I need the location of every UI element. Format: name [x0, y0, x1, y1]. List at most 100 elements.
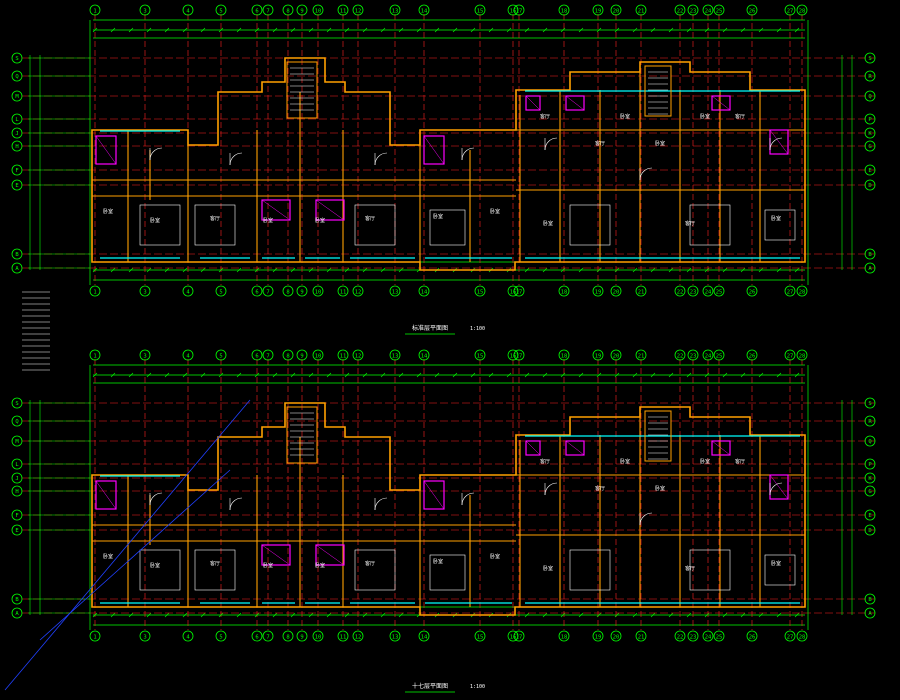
- circle-bubble-icon: [262, 4, 274, 16]
- column-axis-label: 14: [421, 9, 428, 15]
- circle-bubble-icon: [262, 285, 274, 297]
- bathroom-fixture: [423, 480, 445, 510]
- column-axis-label: 16: [510, 290, 517, 296]
- room-label: 卧室: [433, 558, 443, 565]
- dimension-tick: [434, 372, 440, 378]
- row-axis-label: E: [868, 513, 871, 519]
- fixture-hatch: [769, 474, 789, 500]
- column-axis-label: 9: [300, 290, 303, 296]
- circle-bubble-icon: [507, 630, 519, 642]
- fixture-hatch: [565, 95, 585, 111]
- circle-bubble-icon: [251, 4, 263, 16]
- dimension-tick: [380, 372, 386, 378]
- circle-bubble-icon: [262, 630, 274, 642]
- circle-bubble-icon: [592, 630, 604, 642]
- room-label: 客厅: [735, 458, 745, 465]
- dimension-tick: [182, 267, 188, 273]
- column-axis-label: 18: [561, 9, 568, 15]
- column-axis-label: 17: [516, 354, 523, 360]
- row-axis-label: D: [868, 528, 871, 534]
- column-axis-label: 27: [787, 9, 794, 15]
- column-axis-label: 5: [219, 635, 222, 641]
- bathroom-fixture: [95, 480, 117, 510]
- circle-bubble-icon: [864, 113, 876, 125]
- circle-bubble-icon: [11, 113, 23, 125]
- dimension-tick: [704, 267, 710, 273]
- row-axis-label: E: [868, 168, 871, 174]
- circle-bubble-icon: [352, 630, 364, 642]
- room-label: 卧室: [103, 553, 113, 560]
- circle-bubble-icon: [864, 70, 876, 82]
- column-axis-label: 13: [392, 635, 399, 641]
- dimension-tick: [182, 372, 188, 378]
- circle-bubble-icon: [11, 248, 23, 260]
- row-axis-label: S: [868, 56, 871, 62]
- dimension-tick: [344, 612, 350, 618]
- column-axis-label: 21: [638, 9, 645, 15]
- row-axis-label: H: [15, 489, 18, 495]
- circle-bubble-icon: [215, 630, 227, 642]
- circle-bubble-icon: [11, 415, 23, 427]
- room-label: 卧室: [771, 215, 781, 222]
- circle-bubble-icon: [11, 52, 23, 64]
- row-axis-label: P: [868, 117, 872, 123]
- circle-bubble-icon: [507, 285, 519, 297]
- dimension-tick: [290, 372, 296, 378]
- dimension-tick: [182, 612, 188, 618]
- dimension-tick: [326, 612, 332, 618]
- dimension-tick: [398, 372, 404, 378]
- dimension-tick: [308, 372, 314, 378]
- circle-bubble-icon: [674, 4, 686, 16]
- dimension-tick: [92, 372, 98, 378]
- dimension-tick: [740, 267, 746, 273]
- column-axis-label: 25: [716, 354, 723, 360]
- column-axis-label: 19: [595, 635, 602, 641]
- column-axis-label: 4: [186, 9, 190, 15]
- dimension-tick: [704, 27, 710, 33]
- column-axis-label: 27: [787, 354, 794, 360]
- furniture: [354, 549, 396, 591]
- column-axis-label: 26: [749, 354, 756, 360]
- circle-bubble-icon: [746, 4, 758, 16]
- furniture: [194, 204, 236, 246]
- dimension-tick: [542, 267, 548, 273]
- circle-bubble-icon: [11, 127, 23, 139]
- column-axis-label: 10: [315, 290, 322, 296]
- circle-bubble-icon: [11, 179, 23, 191]
- row-axis-label: Q: [15, 74, 18, 80]
- dimension-tick: [524, 612, 530, 618]
- circle-bubble-icon: [864, 52, 876, 64]
- circle-bubble-icon: [11, 70, 23, 82]
- fixture-hatch: [565, 440, 585, 456]
- dimension-tick: [110, 612, 116, 618]
- column-axis-label: 12: [355, 354, 362, 360]
- bathroom-fixture: [525, 440, 541, 456]
- dimension-tick: [272, 267, 278, 273]
- column-axis-label: 26: [749, 290, 756, 296]
- row-axis-label: G: [868, 144, 871, 150]
- room-label: 客厅: [595, 485, 605, 492]
- room-label: 客厅: [210, 560, 220, 567]
- circle-bubble-icon: [713, 4, 725, 16]
- building-outline: [91, 57, 806, 271]
- dimension-tick: [578, 612, 584, 618]
- circle-bubble-icon: [251, 285, 263, 297]
- circle-bubble-icon: [11, 593, 23, 605]
- circle-bubble-icon: [337, 630, 349, 642]
- column-axis-label: 18: [561, 290, 568, 296]
- column-axis-label: 27: [787, 290, 794, 296]
- room-label: 卧室: [655, 140, 665, 147]
- dimension-tick: [776, 27, 782, 33]
- circle-bubble-icon: [592, 285, 604, 297]
- column-axis-label: 1: [93, 9, 96, 15]
- dimension-tick: [128, 27, 134, 33]
- circle-bubble-icon: [558, 4, 570, 16]
- dimension-tick: [236, 372, 242, 378]
- row-axis-label: A: [868, 266, 872, 272]
- column-axis-label: 7: [266, 290, 269, 296]
- dimension-tick: [506, 372, 512, 378]
- column-axis-label: 24: [705, 354, 712, 360]
- room-label: 客厅: [735, 113, 745, 120]
- fixture-hatch: [711, 440, 731, 456]
- circle-bubble-icon: [507, 4, 519, 16]
